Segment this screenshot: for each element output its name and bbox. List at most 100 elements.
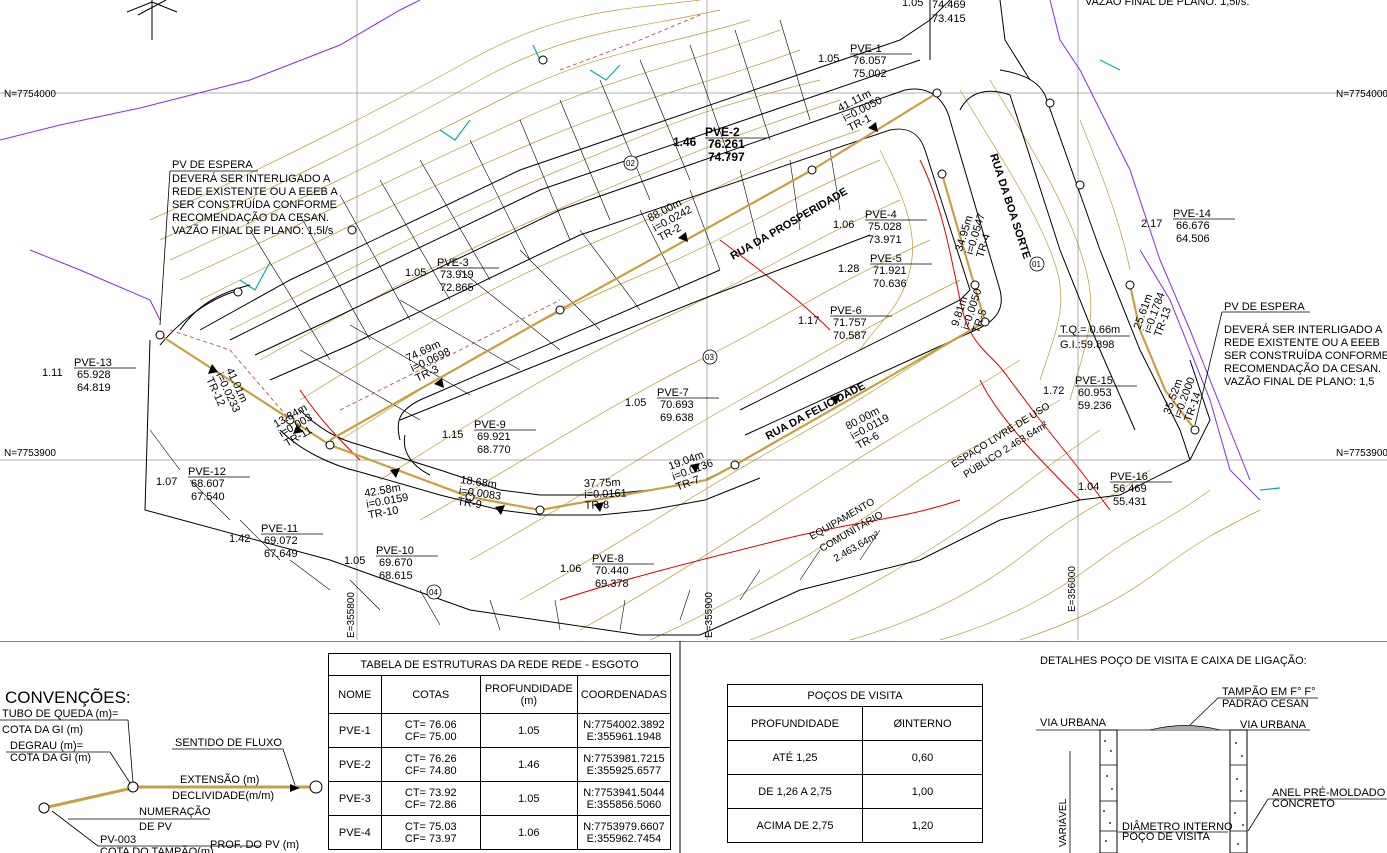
grid-label-e2: E=355900 [704,592,715,638]
pve-depth: 1.05 [344,555,365,567]
pve-depth: 1.42 [229,533,250,545]
segment-labels: 41.11mi=0.0050TR-188.00mi=0.0242TR-274.6… [203,88,1204,522]
manholes [155,55,1200,515]
pve-depth: 1.07 [156,476,177,488]
pve-depth: 1.04 [1078,481,1099,493]
pve-ct: 65.928 [77,369,111,381]
pve-depth: 1.06 [560,563,581,575]
pve-name: PVE-4 [865,209,897,221]
cell-profundidade: 1.46 [479,747,578,782]
grid-label-e1: E=355800 [346,592,357,638]
conv-prof-pv: PROF. DO PV (m) [210,839,299,851]
top-pv-cf: 73.415 [932,13,966,25]
pve-cf: 67.649 [264,548,298,560]
pve-cf: 70.636 [873,278,907,290]
pve-depth: 1.11 [42,367,63,379]
cell-pv-diametro: 0,60 [862,740,983,775]
lot-number-03: 03 [705,353,714,362]
conv-cota-gi-1: COTA DA GI (m) [2,724,83,736]
pve-ct: 69.670 [379,557,413,569]
conv-pv-circle-icon-2 [127,781,139,793]
col-header-profundidade: PROFUNDIDADE (m) [479,675,578,714]
pve-cf: 67.540 [191,491,225,503]
details-poco: POÇO DE VISITA [1122,831,1210,843]
segment-slope: i=0.0083 [458,485,502,503]
details-anel: ANEL PRÉ-MOLDADO [1272,786,1386,799]
cell-profundidade: 1.05 [479,781,578,816]
cell-nome: PVE-2 [328,747,382,782]
pve-cf: 70.587 [833,330,867,342]
pv-espera-left-line-2: REDE EXISTENTE OU A EEEB A [172,186,338,198]
pve-name: PVE-7 [657,387,689,399]
pve-cf: 55.431 [1113,496,1147,508]
pve-name: PVE-14 [1173,208,1211,220]
pve-name: PVE-10 [376,545,414,557]
pv-espera-right-line-3: SER CONSTRUÍDA CONFORME [1224,349,1387,362]
pv-espera-left-line-5: VAZÃO FINAL DE PLANO: 1,5l/s [172,224,334,237]
pve-depth: 1.05 [405,267,426,279]
lot-number-02: 02 [626,159,635,168]
pv-espera-right-line-2: REDE EXISTENTE OU A EEEB [1224,337,1380,349]
pve-depth: 1.05 [818,53,839,65]
pv-espera-left-line-4: RECOMENDAÇÃO DA CESAN. [172,211,329,224]
conv-sentido: SENTIDO DE FLUXO [175,737,282,749]
col-header-cotas: COTAS [380,675,481,714]
pve-cf: 64.819 [77,382,111,394]
pve-name: PVE-2 [705,125,740,139]
pve-ct: 60.953 [1078,387,1112,399]
pocos-visita-table: POÇOS DE VISITA PROFUNDIDADE ØINTERNO AT… [727,684,983,843]
col-header-coordenadas: COORDENADAS [576,675,672,714]
pv-espera-right-note: PV DE ESPERA DEVERÁ SER INTERLIGADO A RE… [1194,301,1387,426]
pve-depth: 1.46 [673,135,697,149]
north-arrow-icon [126,0,178,40]
pve-name: PVE-11 [261,523,298,535]
pv-col-diametro: ØINTERNO [862,706,983,741]
cell-nome: PVE-1 [328,713,382,748]
structures-table: TABELA DE ESTRUTURAS DA REDE REDE - ESGO… [328,653,672,850]
site-plan: N=7754000 N=7754000 N=7753900 N=7753900 … [0,0,1387,640]
pve-depth: 1.28 [838,263,859,275]
pve-ct: 70.693 [660,399,694,411]
conv-de-pv: DE PV [139,821,173,833]
segment-tr: TR-8 [584,499,609,512]
conv-declividade: DECLIVIDADE(m/m) [172,790,274,802]
pve-depth: 1.05 [625,397,646,409]
pve-cf: 69.378 [595,578,629,590]
segment-len: 18.68m [460,474,498,491]
street-name-boa-sorte: RUA DA BOA SORTE [987,152,1032,260]
grid-label-n-top-right: N=7754000 [1336,89,1387,100]
pve-ct: 56.469 [1113,483,1147,495]
grid-label-e3: E=356000 [1067,566,1078,612]
conv-flow-arrow-icon [290,784,300,792]
pve-cf: 74.797 [708,150,745,164]
lot-number-01: 01 [1032,260,1041,269]
details-via-2: VIA URBANA [1240,719,1307,731]
pve-name: PVE-3 [437,257,469,269]
road-outlines [144,0,1211,636]
pve-ct: 75.028 [868,221,902,233]
pve-cf: 69.638 [660,412,694,424]
pv-espera-left-note: PV DE ESPERA DEVERÁ SER INTERLIGADO A RE… [159,159,338,326]
pve-depth: 1.17 [798,315,819,327]
top-right-note: VAZÃO FINAL DE PLANO: 1,5l/s. [1085,0,1249,8]
pve-ct: 71.757 [833,317,867,329]
